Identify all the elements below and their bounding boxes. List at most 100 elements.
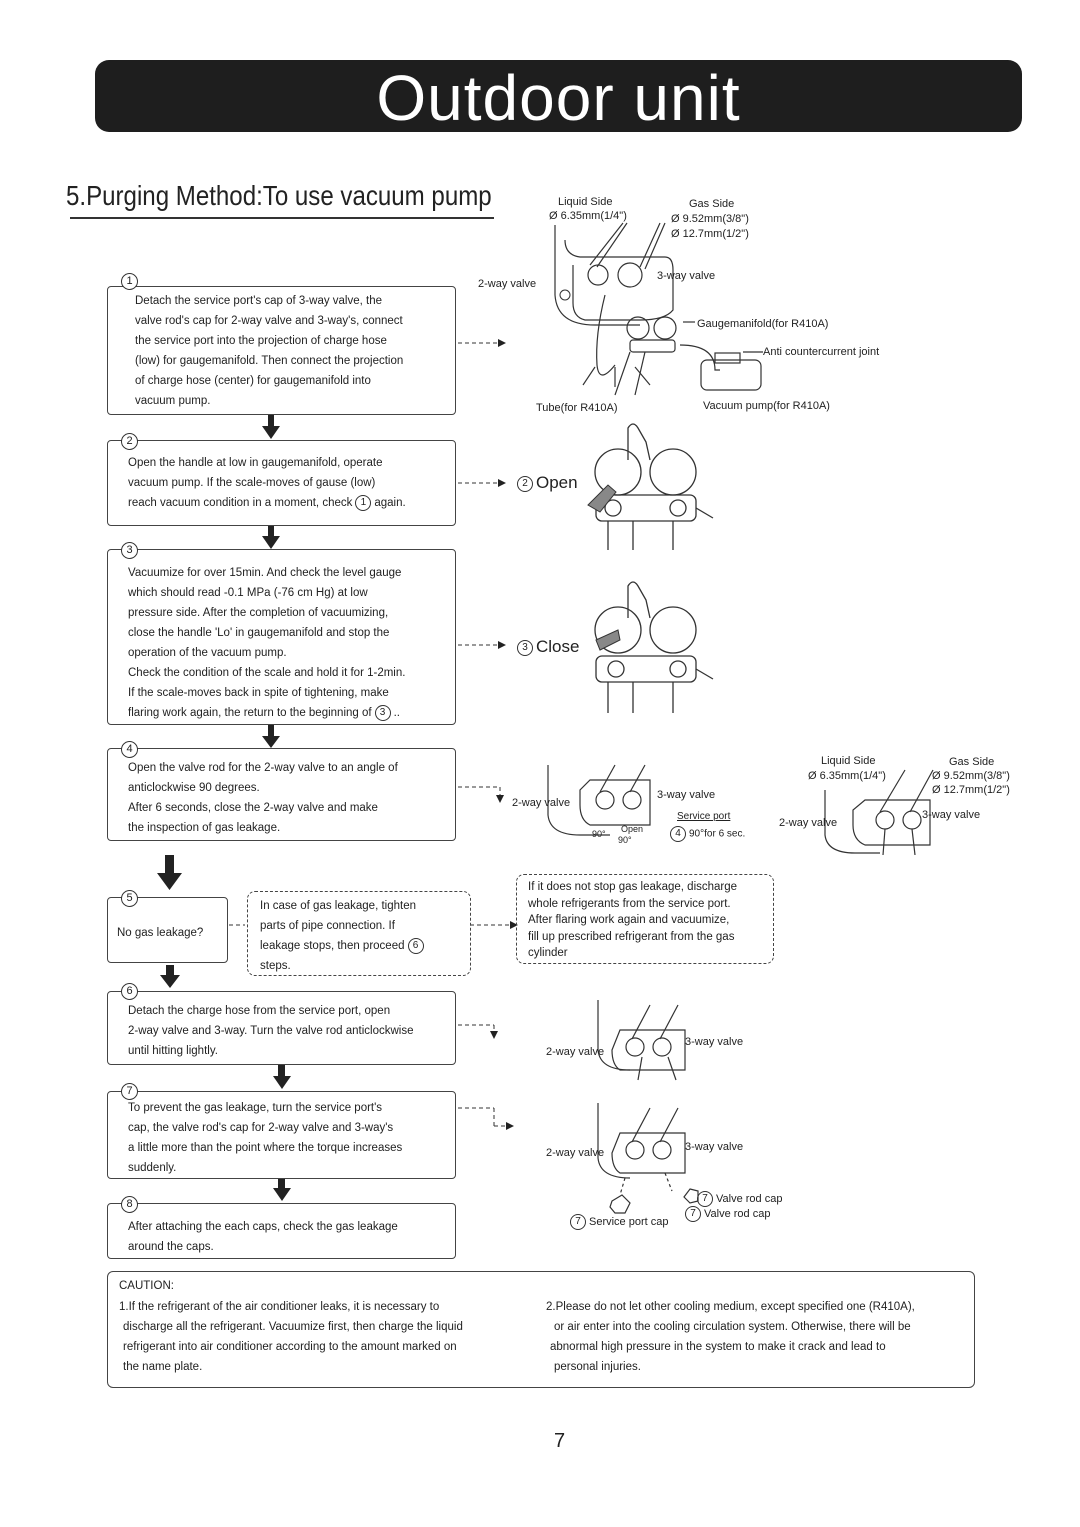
step-text-line: anticlockwise 90 degrees. — [128, 782, 260, 794]
liquid-side-label: Liquid Side — [821, 755, 876, 767]
step-ref: 6 — [407, 937, 424, 954]
caution-line: 2.Please do not let other cooling medium… — [546, 1301, 915, 1313]
step-ref: 7 — [685, 1206, 701, 1222]
vacuum-setup-diagram — [554, 222, 763, 396]
two-way-valve-label: 2-way valve — [779, 817, 838, 829]
step-ref: 7 — [697, 1191, 713, 1207]
valve-open-diagram — [547, 764, 651, 836]
three-way-valve-label: 3-way valve — [685, 1036, 744, 1048]
valve-step6-diagram — [597, 1000, 686, 1081]
caution-line: abnormal high pressure in the system to … — [550, 1341, 886, 1353]
step-text-line: Open the handle at low in gaugemanifold,… — [128, 457, 383, 469]
step-text-line: of charge hose (center) for gaugemanifol… — [135, 375, 371, 387]
step-text-line: If it does not stop gas leakage, dischar… — [528, 881, 738, 893]
step-text-line: around the caps. — [128, 1241, 214, 1253]
step-number: 7 — [121, 1083, 138, 1100]
liquid-side-label: Liquid Side — [558, 196, 613, 208]
three-way-valve-label: 3-way valve — [685, 1141, 744, 1153]
caution-line: the name plate. — [123, 1361, 203, 1373]
step-5-box: No gas leakage? — [107, 897, 228, 963]
step-text-line: whole refrigerants from the service port… — [528, 897, 731, 910]
valve-detail-diagram — [824, 769, 934, 855]
two-way-valve-label: 2-way valve — [478, 278, 537, 290]
step-2-box: Open the handle at low in gaugemanifold,… — [107, 440, 456, 526]
step-text-line: 2-way valve and 3-way. Turn the valve ro… — [128, 1025, 414, 1037]
step-text-line: After attaching the each caps, check the… — [128, 1221, 398, 1233]
step-text-line: Open the valve rod for the 2-way valve t… — [128, 762, 398, 774]
step-number: 5 — [121, 890, 138, 907]
caution-line: refrigerant into air conditioner accordi… — [123, 1341, 457, 1353]
step-ref: 3 — [517, 639, 533, 656]
open-small-label: Open — [621, 824, 644, 834]
gas-size-label: Ø 9.52mm(3/8") — [932, 770, 1010, 782]
service-port-label: Service port — [677, 811, 731, 822]
step-text-line: Detach the charge hose from the service … — [128, 1005, 391, 1017]
step-number: 4 — [121, 741, 138, 758]
step-text-line: parts of pipe connection. If — [260, 920, 395, 932]
step-text-line: reach vacuum condition in a moment, chec… — [128, 494, 406, 511]
step-text-line: In case of gas leakage, tighten — [260, 900, 416, 912]
two-way-valve-label: 2-way valve — [546, 1046, 605, 1058]
vacuum-pump-label: Vacuum pump(for R410A) — [703, 400, 830, 412]
step-8-box: After attaching the each caps, check the… — [107, 1203, 456, 1259]
step-3-box: Vacuumize for over 15min. And check the … — [107, 549, 456, 725]
caution-line: personal injuries. — [554, 1361, 641, 1373]
step-number: 3 — [121, 542, 138, 559]
step-ref: 2 — [517, 475, 533, 492]
step-text-line: Check the condition of the scale and hol… — [128, 667, 406, 679]
gas-size-label: Ø 12.7mm(1/2") — [932, 784, 1010, 796]
step-ref: 4 — [670, 826, 686, 842]
manifold-close-diagram — [594, 581, 714, 713]
step-6-box: Detach the charge hose from the service … — [107, 991, 456, 1065]
gas-size-label: Ø 12.7mm(1/2") — [671, 228, 749, 240]
section-title: 5.Purging Method:To use vacuum pump — [66, 180, 492, 211]
step-text-line: close the handle 'Lo' in gaugemanifold a… — [128, 627, 390, 639]
anti-countercurrent-label: Anti countercurrent joint — [763, 346, 880, 358]
step-text-line: flaring work again, the return to the be… — [128, 704, 400, 721]
caution-title: CAUTION: — [119, 1280, 174, 1292]
step-text-line: steps. — [260, 960, 291, 972]
step-text-line: cylinder — [528, 947, 568, 959]
caution-line: discharge all the refrigerant. Vacuumize… — [123, 1321, 463, 1333]
three-way-valve-label: 3-way valve — [922, 809, 981, 821]
step-text-line: After 6 seconds, close the 2-way valve a… — [128, 802, 378, 814]
step-text-line: If the scale-moves back in spite of tigh… — [128, 687, 389, 699]
caution-line: 1.If the refrigerant of the air conditio… — [119, 1301, 440, 1313]
step-text-line: suddenly. — [128, 1162, 177, 1174]
title-underline — [70, 217, 494, 219]
step-number: 8 — [121, 1196, 138, 1213]
step-ref: 1 — [355, 494, 372, 511]
two-way-valve-label: 2-way valve — [546, 1147, 605, 1159]
step-text-line: the inspection of gas leakage. — [128, 822, 281, 834]
step-ref: 3 — [374, 704, 391, 721]
valve-step7-diagram — [597, 1103, 699, 1214]
step-4-box: Open the valve rod for the 2-way valve t… — [107, 748, 456, 841]
step-text-line: Detach the service port's cap of 3-way v… — [135, 295, 383, 307]
gas-side-label: Gas Side — [949, 756, 995, 768]
step-number: 1 — [121, 273, 138, 290]
step-text-line: After flaring work again and vacuumize, — [528, 914, 730, 926]
two-way-valve-label: 2-way valve — [512, 797, 571, 809]
step-text-line: which should read -0.1 MPa (-76 cm Hg) a… — [128, 587, 368, 599]
step-1-box: Detach the service port's cap of 3-way v… — [107, 286, 456, 415]
liquid-size-label: Ø 6.35mm(1/4") — [808, 770, 886, 782]
manifold-open-diagram — [587, 423, 714, 550]
step-text-line: the service port into the projection of … — [135, 335, 387, 347]
gaugemanifold-label: Gaugemanifold(for R410A) — [697, 318, 829, 330]
step-text-line: a little more than the point where the t… — [128, 1142, 403, 1154]
caution-line: or air enter into the cooling circulatio… — [554, 1321, 911, 1333]
page-banner: Outdoor unit — [95, 60, 1022, 134]
step-text-line: vacuum pump. — [135, 395, 211, 407]
step-number: 6 — [121, 983, 138, 1000]
step-text-line: valve rod's cap for 2-way valve and 3-wa… — [135, 315, 403, 327]
step-text-line: (low) for gaugemanifold. Then connect th… — [135, 355, 404, 367]
step-number: 2 — [121, 433, 138, 450]
